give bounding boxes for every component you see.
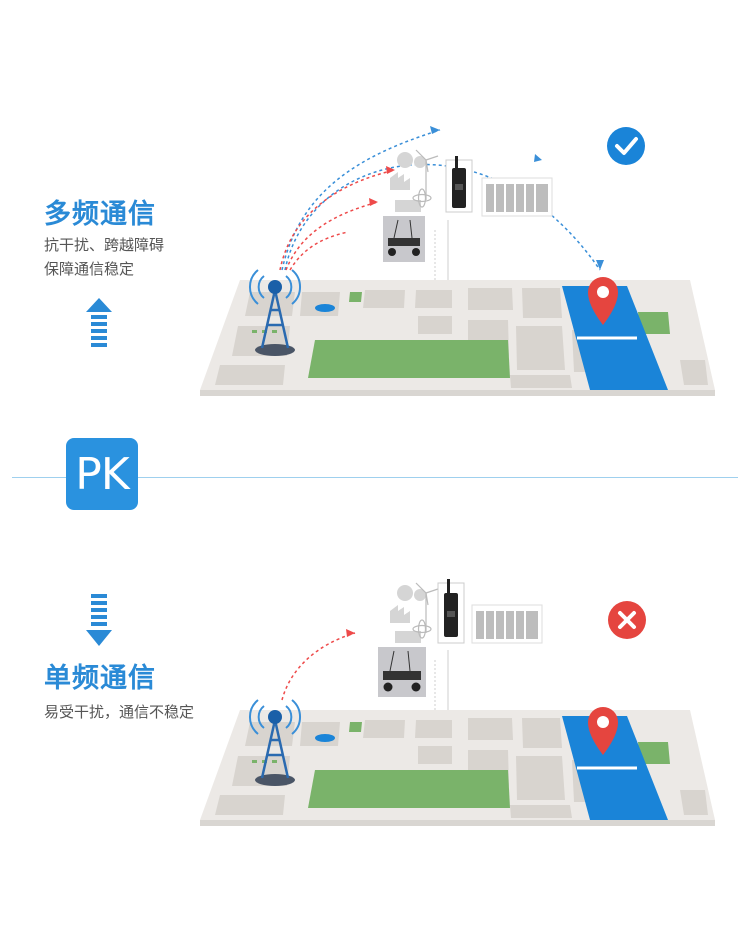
vehicle-image — [378, 647, 426, 697]
up-arrow-icon — [86, 298, 112, 347]
pk-divider-line — [12, 477, 738, 478]
vehicle-image — [383, 216, 425, 262]
pk-badge: PK — [66, 438, 138, 510]
server-racks-image — [471, 604, 543, 644]
walkie-talkie-image — [445, 156, 473, 213]
multi-frequency-desc-line1: 抗干扰、跨越障碍 — [44, 236, 165, 254]
walkie-talkie-image — [437, 579, 465, 644]
down-arrow-icon — [86, 594, 112, 646]
check-circle-icon — [607, 127, 645, 165]
single-frequency-desc: 易受干扰，通信不稳定 — [44, 703, 195, 721]
multi-frequency-title: 多频通信 — [44, 199, 156, 230]
location-pin-icon — [588, 277, 618, 325]
single-frequency-title: 单频通信 — [44, 663, 156, 694]
map-park — [308, 770, 510, 808]
multi-frequency-desc-line2: 保障通信稳定 — [44, 260, 135, 278]
server-racks-image — [481, 177, 553, 217]
cross-circle-icon — [608, 601, 646, 639]
single-frequency-map-illustration — [200, 579, 715, 826]
multi-frequency-map-illustration — [200, 126, 715, 396]
location-pin-icon — [588, 707, 618, 755]
map-park — [308, 340, 510, 378]
